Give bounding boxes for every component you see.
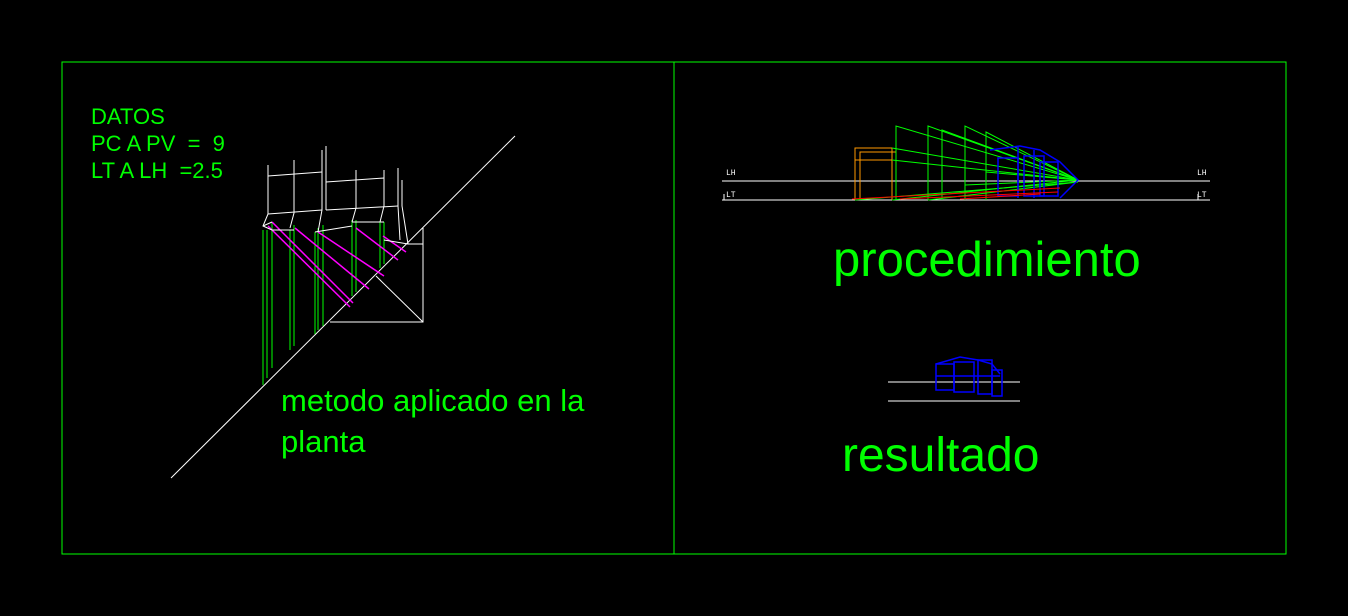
projection-lines [262, 220, 385, 385]
procedimiento-label: procedimiento [833, 233, 1141, 287]
right-frame [673, 61, 1287, 555]
datos-block: DATOS PC A PV = 9 LT A LH =2.5 [91, 103, 225, 184]
resultado-label: resultado [842, 429, 1040, 482]
red-lines [851, 187, 1061, 200]
blue-building [989, 145, 1080, 199]
magenta-lines [267, 221, 407, 308]
wireframe-top [262, 146, 409, 245]
result-drawing [888, 356, 1020, 402]
result-blue-building [935, 356, 1003, 397]
orange-boxes [854, 147, 896, 200]
lt-marker-right: LT [1197, 191, 1207, 200]
datos-heading: DATOS [91, 104, 165, 129]
plan-method-drawing [170, 135, 516, 479]
lh-marker-right: LH [1197, 169, 1207, 178]
plan-square-diag [375, 275, 424, 323]
datos-pc-a-pv: PC A PV = 9 [91, 131, 225, 156]
lt-marker-left: LT [726, 191, 736, 200]
picture-plane-line [170, 135, 516, 479]
datos-lt-a-lh: LT A LH =2.5 [91, 158, 223, 183]
lh-marker-left: LH [726, 169, 736, 178]
metodo-label: metodo aplicado en la planta [281, 383, 585, 459]
procedure-drawing [722, 125, 1210, 201]
